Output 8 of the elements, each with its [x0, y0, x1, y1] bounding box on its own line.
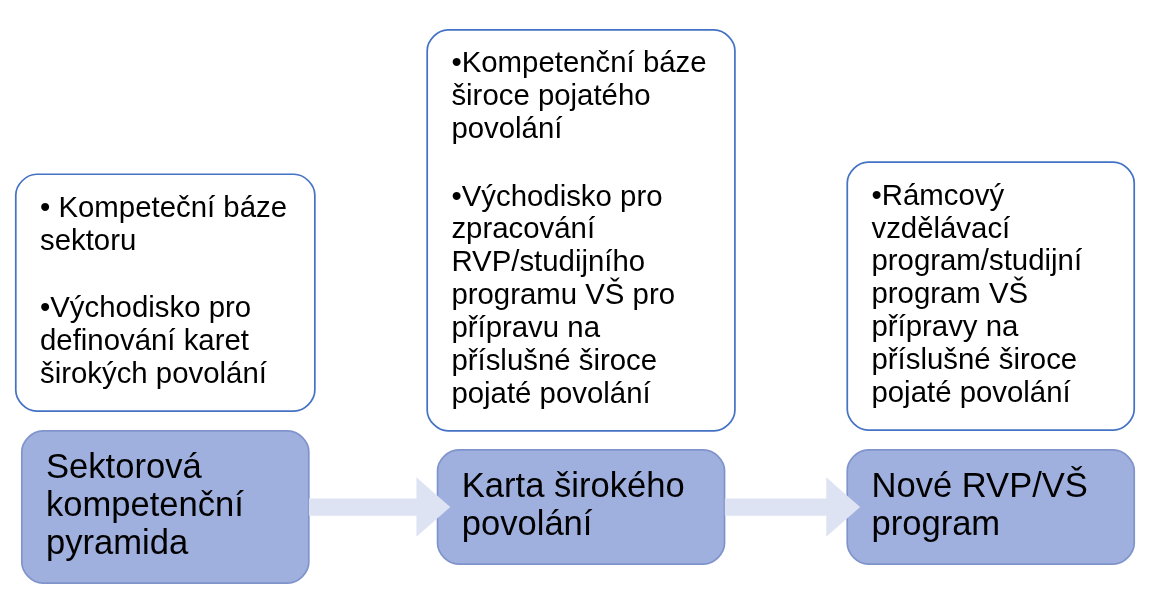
node-box: Karta širokého povolání — [436, 449, 726, 565]
arrow — [308, 477, 451, 537]
arrow — [724, 477, 861, 537]
node-box: Nové RVP/VŠ program — [846, 449, 1136, 565]
node-box: •Rámcový vzdělávací program/studijní program VŠ přípravy na příslušné široce pojaté povolání — [846, 161, 1136, 431]
node-box: Sektorová kompetenční pyramida — [20, 430, 310, 584]
node-box: •Kompetenční báze široce pojatého povolání •Východisko pro zpracování RVP/studijního programu VŠ pro přípravu na příslušné široce pojaté povolání — [426, 29, 736, 432]
node-box: • Kompeteční báze sektoru •Východisko pro definování karet širokých povolání — [14, 173, 316, 412]
